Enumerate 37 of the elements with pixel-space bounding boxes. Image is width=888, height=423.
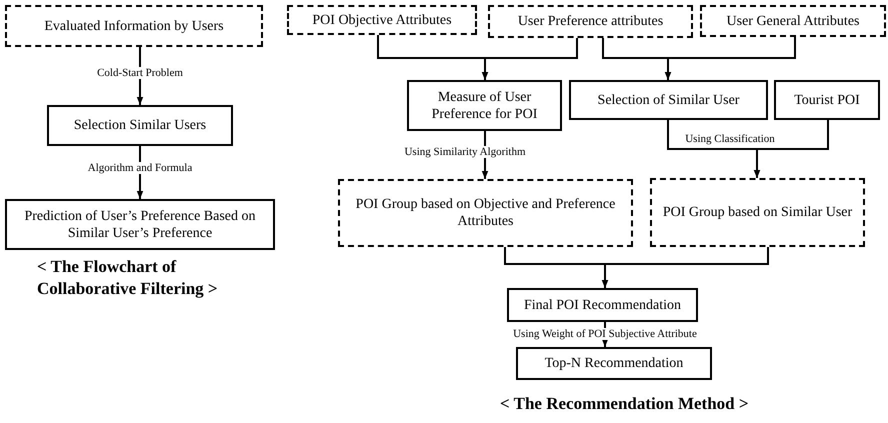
box-text: User General Attributes bbox=[726, 12, 860, 30]
box-text: User Preference attributes bbox=[518, 13, 664, 30]
edge-label: Using Weight of POI Subjective Attribute bbox=[512, 328, 698, 340]
dashed-box bbox=[488, 5, 693, 38]
box-text: Selection Similar Users bbox=[74, 117, 206, 134]
process-box bbox=[516, 347, 712, 380]
box-text: POI Group based on Similar User bbox=[662, 204, 852, 221]
arrow bbox=[664, 37, 796, 80]
dashed-box bbox=[700, 5, 886, 37]
dashed-box bbox=[287, 5, 477, 35]
dashed-box bbox=[5, 5, 263, 47]
box-text: Measure of User Preference for POI bbox=[430, 88, 538, 122]
box-text: Final POI Recommendation bbox=[524, 296, 682, 314]
dashed-box bbox=[650, 178, 865, 247]
edge-label: Using Classification bbox=[684, 133, 776, 145]
arrow bbox=[602, 247, 769, 288]
box-text: Selection of Similar User bbox=[598, 92, 740, 108]
figure-caption: < The Flowchart of Collaborative Filtering > bbox=[37, 256, 219, 300]
figure-caption: < The Recommendation Method > bbox=[500, 393, 750, 415]
box-text: POI Objective Attributes bbox=[312, 12, 452, 28]
edge-label: Algorithm and Formula bbox=[86, 162, 194, 174]
dashed-box bbox=[338, 179, 633, 247]
process-box bbox=[507, 288, 698, 322]
arrow bbox=[754, 120, 829, 178]
edge-label: Cold-Start Problem bbox=[96, 67, 184, 79]
process-box bbox=[5, 199, 275, 250]
process-box bbox=[774, 80, 880, 120]
box-text: POI Group based on Objective and Preference Attributes bbox=[354, 196, 616, 230]
box-text: Evaluated Information by Users bbox=[44, 18, 224, 34]
box-text: Prediction of User’s Preference Based on Similar User’s Preference bbox=[23, 208, 257, 242]
box-text: Top-N Recommendation bbox=[544, 355, 684, 372]
arrow bbox=[482, 38, 578, 80]
edge-label: Using Similarity Algorithm bbox=[404, 146, 526, 158]
process-box bbox=[47, 105, 233, 146]
process-box bbox=[407, 80, 562, 131]
process-box bbox=[569, 80, 768, 120]
box-text: Tourist POI bbox=[794, 92, 860, 108]
